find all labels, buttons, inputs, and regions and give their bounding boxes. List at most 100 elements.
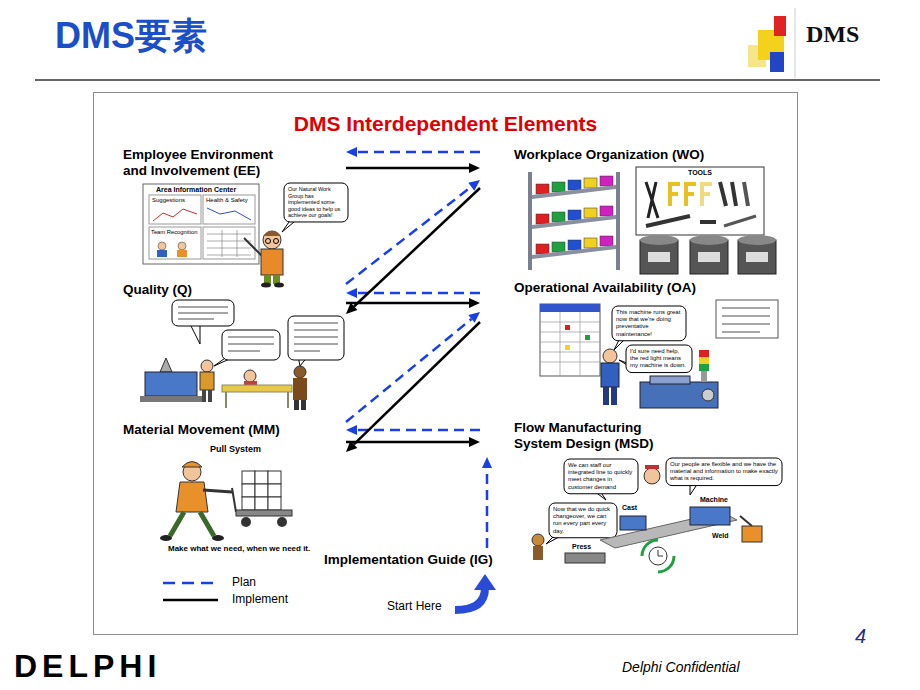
speech-text: I'd sure need help, the red light means … (630, 348, 688, 370)
presenter-figure-part (261, 249, 283, 275)
availability-scene-part (650, 376, 690, 384)
availability-scene-part-part (722, 315, 770, 317)
availability-scene-part (603, 387, 609, 405)
pull-system-scene-part (277, 517, 287, 527)
barrels-part (690, 240, 728, 274)
plan-arrow (346, 147, 480, 157)
availability-scene-part (626, 345, 692, 373)
information-board-part (203, 195, 255, 224)
scene-caption: Pull System (210, 444, 261, 455)
availability-scene-part-part (540, 322, 600, 323)
barrels-part (698, 252, 720, 262)
pull-system-scene-part (268, 471, 281, 484)
presenter-figure-part (274, 283, 284, 288)
plan-sample (163, 582, 218, 585)
pull-system-scene-part (236, 510, 292, 516)
confidential-note: Delphi Confidential (622, 659, 740, 676)
information-board-part-part (207, 248, 251, 249)
pull-system-scene-part (255, 484, 268, 497)
pull-system-scene-part (170, 512, 184, 536)
arrow-line (354, 188, 480, 306)
availability-scene-part (540, 304, 600, 376)
availability-scene-part-part (540, 362, 600, 363)
availability-scene-part (585, 335, 590, 340)
information-board-part (207, 208, 251, 220)
information-board-part (158, 242, 166, 250)
start-arrow (455, 574, 496, 610)
tool-board-part (646, 182, 658, 218)
availability-scene-part (640, 382, 718, 408)
implement-sample (163, 599, 218, 602)
presenter-figure-part (261, 283, 271, 288)
quality-scene-part (145, 372, 197, 396)
quality-scene-part (172, 300, 234, 326)
speech-text: We can staff our integrated line to quic… (568, 462, 634, 491)
quality-scene-part-part (294, 336, 338, 338)
pull-system-scene-part (203, 490, 232, 492)
tool-board-part (732, 182, 736, 206)
speech-text: This machine runs great now that we're d… (616, 309, 682, 338)
availability-scene-part (699, 350, 709, 357)
barrels-part (738, 235, 776, 245)
pull-system-scene-part (268, 497, 281, 510)
arrow-line (357, 429, 480, 432)
tool-board-part (636, 167, 764, 235)
tool-board-part (744, 182, 748, 206)
quality-scene-part (222, 330, 280, 360)
barrels (640, 235, 776, 274)
element-label-box: Workplace Organization (WO) (480, 145, 790, 193)
arrow-line (346, 167, 469, 170)
arrow-head (346, 147, 357, 157)
page-number: 4 (855, 624, 866, 648)
element-label-box: Flow Manufacturing System Design (MSD) (480, 418, 790, 457)
pull-system-scene-part (212, 535, 224, 541)
information-board-part-part (207, 255, 251, 256)
arrow-line (346, 302, 469, 305)
presenter-figure-part (263, 231, 281, 249)
information-board-part (203, 227, 255, 259)
implement-arrow (346, 298, 480, 308)
tool-board-part (700, 182, 712, 186)
pull-system-scene (160, 462, 292, 542)
plan-arrow (346, 180, 480, 284)
storage-rack-part (532, 176, 616, 199)
quality-scene-part-part (294, 329, 338, 331)
information-board-part (178, 242, 186, 250)
barrels-part (738, 240, 776, 274)
availability-scene-part (699, 364, 709, 371)
information-board-part-part (237, 230, 238, 257)
legend-samples (163, 583, 218, 600)
arrow-head (469, 437, 480, 447)
arrow-head (469, 298, 480, 308)
plan-arrow (482, 457, 492, 548)
availability-scene-part (565, 325, 570, 330)
tool-board-part (700, 192, 710, 196)
tool-board-part (724, 216, 756, 226)
information-board-part-part (207, 241, 251, 242)
tool-board-part (668, 182, 680, 186)
information-board-part (157, 250, 167, 257)
arrow-line (357, 292, 480, 295)
quality-scene (140, 300, 344, 410)
quality-scene-part (244, 370, 256, 382)
availability-scene-part (722, 308, 770, 332)
slide-title: DMS要素 (55, 14, 207, 57)
quality-scene-part (160, 358, 172, 372)
quality-scene-part (301, 400, 306, 410)
quality-scene-part (225, 392, 227, 408)
presenter-figure-part (274, 239, 279, 244)
pull-system-scene-part (242, 484, 255, 497)
logo-text: DMS (806, 20, 859, 49)
information-board-part (153, 209, 197, 221)
availability-scene-part-part (722, 307, 770, 309)
station-name: Weld (712, 532, 729, 540)
board-title: TOOLS (688, 169, 712, 177)
pull-system-scene-part (242, 471, 255, 484)
storage-rack-part (532, 206, 616, 229)
flow-line-scene-part (644, 468, 660, 484)
tool-board-part (668, 192, 678, 196)
quality-scene-part (293, 378, 307, 400)
speech-text: Now that we do quick changeover, we can … (553, 506, 613, 535)
